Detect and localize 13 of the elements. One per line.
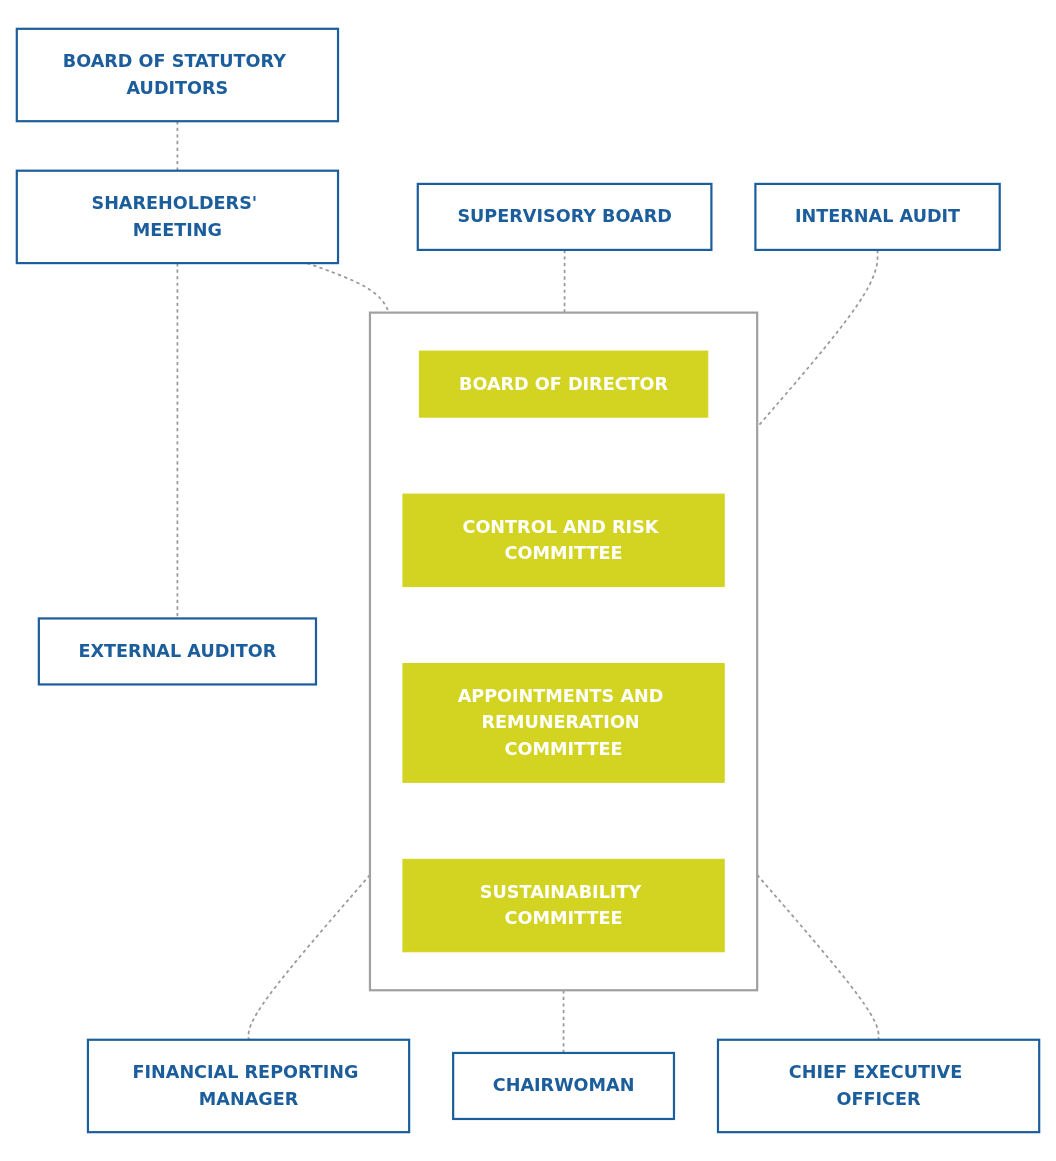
- node-box: EXTERNAL AUDITOR: [37, 617, 318, 686]
- node-box: CHIEF EXECUTIVE OFFICER: [716, 1038, 1041, 1134]
- node-box: SUSTAINABILITY COMMITTEE: [402, 858, 725, 953]
- node-box: FINANCIAL REPORTING MANAGER: [86, 1038, 411, 1134]
- node-box: CHAIRWOMAN: [452, 1051, 676, 1121]
- node-box: INTERNAL AUDIT: [754, 182, 1001, 252]
- node-box: CONTROL AND RISK COMMITTEE: [402, 493, 725, 588]
- node-box: SUPERVISORY BOARD: [416, 182, 713, 252]
- node-box: SHAREHOLDERS' MEETING: [15, 169, 340, 265]
- node-box: BOARD OF DIRECTOR: [418, 350, 709, 418]
- cluster: [368, 311, 759, 992]
- node-box: BOARD OF STATUTORY AUDITORS: [15, 27, 340, 123]
- node-box: APPOINTMENTS AND REMUNERATION COMMITTEE: [402, 663, 725, 783]
